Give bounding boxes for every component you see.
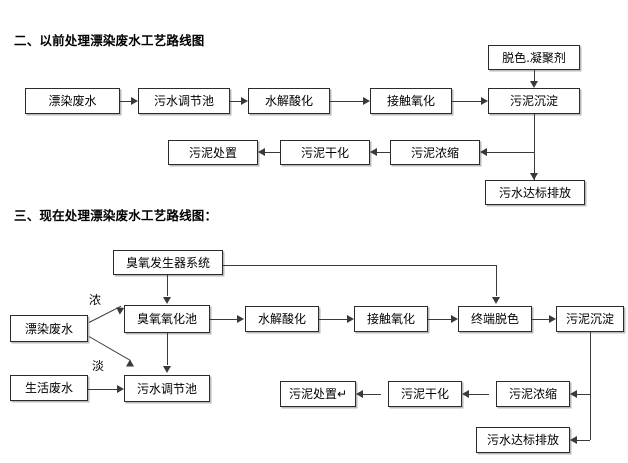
node-label: 接触氧化 (386, 94, 435, 108)
edge-decolor-to-settling (532, 319, 549, 320)
arrowhead (370, 148, 377, 156)
edge-agent-to-settling (534, 70, 535, 81)
arrowhead (237, 315, 244, 323)
node-label: 终端脱色 (470, 312, 519, 326)
edge-equalization-to-hydrolysis (230, 101, 241, 102)
node-sludge-drying-old[interactable]: 污泥干化 (280, 140, 370, 165)
arrowhead (530, 173, 538, 180)
edge-settling-down-new (590, 332, 591, 440)
node-label: 生活废水 (24, 381, 73, 395)
node-sludge-settling-new[interactable]: 污泥沉淀 (556, 306, 624, 332)
node-label: 污水达标排放 (498, 185, 571, 200)
node-terminal-decolor[interactable]: 终端脱色 (458, 306, 532, 332)
node-sludge-thickening-new[interactable]: 污泥浓缩 (496, 381, 570, 407)
arrowhead (117, 385, 124, 393)
edge-ozone-to-equalization (167, 333, 168, 365)
edge-ozone-to-hydrolysis (210, 319, 237, 320)
edge-ozone-gen-right (223, 265, 497, 266)
edge-ozone-gen-to-decolor (496, 265, 497, 296)
node-discharge-new[interactable]: 污水达标排放 (476, 427, 570, 453)
arrowhead (363, 97, 370, 105)
node-sludge-thickening-old[interactable]: 污泥浓缩 (390, 140, 480, 165)
arrowhead (481, 97, 488, 105)
edge-label-concentrated: 浓 (89, 293, 102, 307)
node-discharge-old[interactable]: 污水达标排放 (485, 180, 585, 205)
arrowhead (356, 390, 363, 398)
node-sludge-disposal-old[interactable]: 污泥处置 (168, 140, 258, 165)
arrowhead (347, 315, 354, 323)
arrowhead (480, 148, 487, 156)
arrowhead (570, 390, 577, 398)
node-label: 污泥干化 (300, 145, 349, 160)
edge-thickening-to-drying (377, 152, 390, 153)
arrowhead (131, 97, 138, 105)
node-hydrolysis-old[interactable]: 水解酸化 (248, 88, 330, 114)
arrowhead (462, 390, 469, 398)
node-dye-wastewater-old[interactable]: 漂染废水 (25, 88, 120, 114)
node-ozone-generator[interactable]: 臭氧发生器系统 (113, 250, 223, 275)
node-label: 脱色.凝聚剂 (502, 50, 566, 65)
edge-settling-to-thickening-new (577, 394, 590, 395)
node-sludge-disposal-new[interactable]: 污泥处置↵ (280, 381, 356, 407)
edge-thickening-to-drying-new (469, 394, 489, 395)
arrowhead (163, 366, 171, 373)
node-label: 污泥处置↵ (288, 387, 348, 401)
node-dye-wastewater-new[interactable]: 漂染废水 (10, 315, 88, 342)
node-hydrolysis-new[interactable]: 水解酸化 (245, 306, 319, 332)
edge-label-dilute: 淡 (92, 359, 105, 373)
node-contact-oxidation-new[interactable]: 接触氧化 (354, 306, 428, 332)
arrowhead (549, 315, 556, 323)
edge-contact-to-decolor (428, 319, 451, 320)
edge-drying-to-disposal-new (363, 394, 381, 395)
node-label: 污泥沉淀 (565, 312, 614, 326)
arrowhead (241, 97, 248, 105)
node-equalization-old[interactable]: 污水调节池 (138, 88, 230, 114)
node-label: 污泥处置 (188, 145, 237, 160)
node-label: 污水达标排放 (486, 433, 559, 447)
arrowhead (530, 81, 538, 88)
node-sludge-drying-new[interactable]: 污泥干化 (388, 381, 462, 407)
node-label: 漂染废水 (48, 94, 97, 108)
edge-domestic-to-equalization (88, 389, 117, 390)
node-contact-oxidation-old[interactable]: 接触氧化 (370, 88, 452, 114)
arrowhead (570, 436, 577, 444)
node-label: 污泥浓缩 (410, 145, 459, 160)
edge-contact-to-settling (452, 101, 481, 102)
node-label: 水解酸化 (264, 94, 313, 108)
node-equalization-new[interactable]: 污水调节池 (124, 375, 210, 402)
node-label: 污泥沉淀 (509, 94, 558, 108)
edge-inlet-to-equalization (120, 101, 131, 102)
arrowhead (258, 148, 265, 156)
edge-settling-to-thickening (487, 152, 534, 153)
node-label: 污泥干化 (400, 387, 449, 401)
node-label: 污水调节池 (153, 94, 214, 108)
arrowhead (163, 297, 171, 304)
edge-drying-to-disposal (265, 152, 280, 153)
node-domestic-wastewater[interactable]: 生活废水 (10, 375, 88, 401)
edge-settling-down (534, 114, 535, 180)
node-label: 污泥浓缩 (508, 387, 557, 401)
node-ozone-oxidation[interactable]: 臭氧氧化池 (124, 305, 210, 333)
arrowhead (451, 315, 458, 323)
edge-hydrolysis-to-contact (330, 101, 363, 102)
node-label: 臭氧氧化池 (136, 312, 197, 326)
node-label: 水解酸化 (257, 312, 306, 326)
edge-ozone-gen-down (167, 275, 168, 296)
node-label: 臭氧发生器系统 (125, 255, 210, 270)
section-two-heading: 三、现在处理漂染废水工艺路线图： (14, 208, 218, 223)
node-label: 漂染废水 (24, 321, 73, 336)
node-decolor-agent-old[interactable]: 脱色.凝聚剂 (488, 45, 580, 70)
node-label: 接触氧化 (366, 312, 415, 326)
edge-settling-to-discharge-new (577, 440, 590, 441)
section-one-heading: 二、以前处理漂染废水工艺路线图 (14, 33, 205, 48)
node-sludge-settling-old[interactable]: 污泥沉淀 (488, 88, 580, 114)
edge-hydrolysis-to-contact-new (319, 319, 347, 320)
arrowhead (492, 297, 500, 304)
node-label: 污水调节池 (136, 381, 197, 396)
arrowhead (126, 359, 137, 370)
